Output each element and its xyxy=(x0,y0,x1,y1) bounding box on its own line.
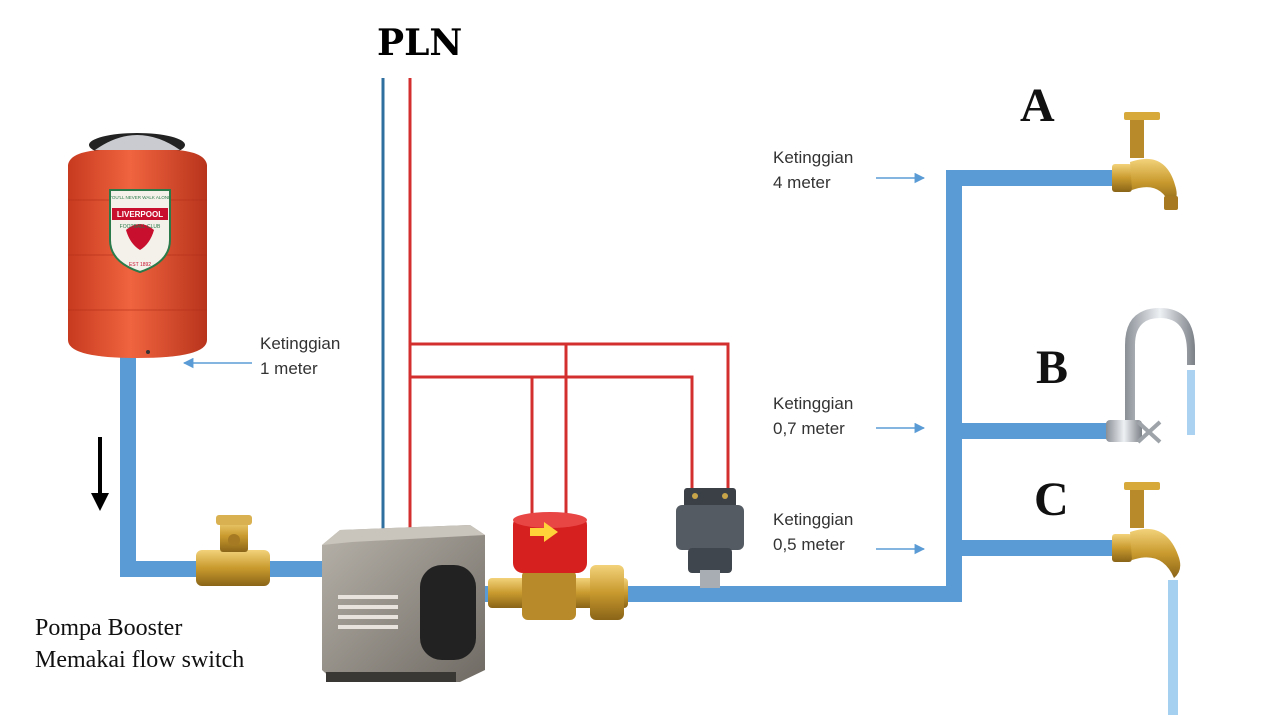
tap-a-label: A xyxy=(1020,79,1055,132)
water-tank: LIVERPOOL FOOTBALL CLUB YOU'LL NEVER WAL… xyxy=(68,133,207,358)
logo-motto: YOU'LL NEVER WALK ALONE xyxy=(109,195,171,200)
logo-est: EST 1892 xyxy=(129,262,151,268)
branch-pipe-b xyxy=(946,423,1111,439)
water-pipes xyxy=(120,170,1116,602)
logo-text: LIVERPOOL xyxy=(117,210,163,219)
main-supply-pipe xyxy=(615,586,962,602)
booster-pump xyxy=(322,525,485,682)
branch-pipe-c xyxy=(946,540,1116,556)
tap-c-faucet xyxy=(1112,482,1181,715)
liverpool-logo: LIVERPOOL FOOTBALL CLUB YOU'LL NEVER WAL… xyxy=(109,189,171,274)
check-valve xyxy=(196,515,270,586)
live-wire-main xyxy=(408,78,730,490)
pressure-switch xyxy=(676,488,744,588)
flow-direction-arrow-icon xyxy=(530,522,558,542)
power-source-label: PLN xyxy=(377,22,463,64)
tap-a-faucet xyxy=(1112,112,1178,210)
flow-down-arrow xyxy=(91,437,109,511)
tap-b-faucet xyxy=(1106,308,1195,444)
tap-c-label: C xyxy=(1034,473,1069,526)
pump-caption: Pompa Booster Memakai flow switch xyxy=(35,615,245,673)
flow-switch xyxy=(488,512,628,620)
logo-sub: FOOTBALL CLUB xyxy=(120,224,161,230)
tank-height-label: Ketinggian 1 meter xyxy=(260,334,341,378)
tap-b-label: B xyxy=(1036,341,1069,394)
tap-c-height-label: Ketinggian 0,5 meter xyxy=(773,510,854,554)
wire-loop xyxy=(410,375,694,490)
tap-b-height-label: Ketinggian 0,7 meter xyxy=(773,394,854,438)
height-pointers xyxy=(182,172,926,555)
branch-pipe-a xyxy=(946,170,1116,186)
power-wires xyxy=(381,78,730,530)
tap-a-height-label: Ketinggian 4 meter xyxy=(773,148,854,192)
tank-down-pipe xyxy=(120,355,136,577)
riser-pipe xyxy=(946,170,962,602)
